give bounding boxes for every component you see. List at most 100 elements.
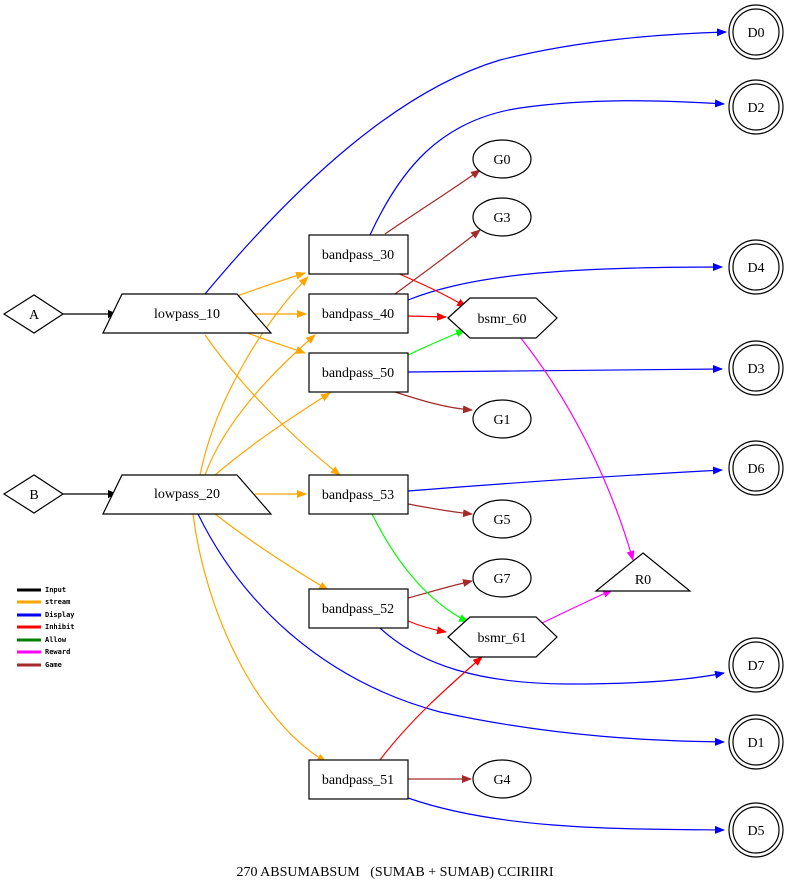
legend-item-inhibit: Inhibit [17,623,75,631]
node-G7: G7 [472,558,532,598]
edge-lowpass_10-bandpass_30 [236,271,306,297]
node-G0-label: G0 [493,153,510,168]
node-bsmr_60: bsmr_60 [447,297,558,339]
node-bandpass_50: bandpass_50 [308,352,409,393]
node-D1: D1 [728,714,784,770]
node-G0: G0 [472,139,532,179]
legend: Input stream Display Inhibit Allow Rewar… [17,586,75,669]
node-bandpass_51-label: bandpass_51 [322,773,394,788]
node-D6: D6 [728,440,784,496]
node-lowpass_20-label: lowpass_20 [154,487,220,502]
node-bandpass_50-label: bandpass_50 [322,366,394,381]
node-lowpass_10: lowpass_10 [102,293,273,334]
node-G3: G3 [472,197,532,237]
legend-label-input: Input [45,586,66,594]
node-bandpass_52-label: bandpass_52 [322,602,394,617]
edge-bandpass_53-G5 [407,503,473,518]
legend-label-inhibit: Inhibit [45,623,75,631]
node-D1-label: D1 [747,736,764,751]
edge-lowpass_20-D1 [197,513,725,746]
node-D4: D4 [728,239,784,295]
edge-bandpass_52-bsmr_61 [407,620,447,635]
edge-bandpass_30-D2 [369,99,725,236]
legend-item-game: Game [17,661,62,669]
node-G3-label: G3 [493,211,510,226]
edge-lowpass_20-bandpass_50 [214,392,331,476]
node-bandpass_53-label: bandpass_53 [322,488,394,503]
legend-item-stream: stream [17,598,70,606]
edge-bandpass_50-D3 [407,365,723,374]
legend-item-display: Display [17,611,75,619]
node-bandpass_51: bandpass_51 [308,759,409,800]
edge-bandpass_53-D6 [407,466,723,492]
node-bsmr_61: bsmr_61 [447,616,558,658]
node-G5-label: G5 [493,513,510,528]
node-G4: G4 [472,759,532,799]
node-bandpass_52: bandpass_52 [308,588,409,629]
node-D2-label: D2 [747,101,764,116]
legend-label-allow: Allow [45,636,67,644]
node-D7: D7 [728,637,784,693]
edge-bandpass_50-G1 [394,391,473,414]
edge-bandpass_53-bsmr_61 [371,513,469,623]
edge-lowpass_20-bandpass_30 [199,276,309,476]
node-D3-label: D3 [747,362,764,377]
node-D6-label: D6 [747,462,764,477]
edge-bandpass_52-G7 [407,579,473,599]
node-bandpass_30: bandpass_30 [308,234,409,275]
node-bsmr_61-label: bsmr_61 [478,631,527,646]
edge-lowpass_10-bandpass_53 [204,334,341,476]
edge-bandpass_52-D7 [379,627,725,685]
legend-label-game: Game [45,661,62,669]
node-G5: G5 [472,499,532,539]
node-lowpass_10-label: lowpass_10 [154,307,220,322]
node-D7-label: D7 [747,659,764,674]
node-D2: D2 [728,79,784,135]
node-G7-label: G7 [493,572,510,587]
node-A: A [2,294,65,334]
node-D4-label: D4 [747,261,764,276]
node-bandpass_40-label: bandpass_40 [322,307,394,322]
edge-bsmr_60-R0 [519,336,635,561]
edge-bsmr_61-R0 [539,589,613,625]
node-D5: D5 [728,802,784,858]
edge-lowpass_20-bandpass_51 [192,513,327,763]
edge-bandpass_40-bsmr_60 [407,312,447,321]
legend-label-stream: stream [45,598,70,606]
edge-bandpass_51-D5 [407,797,725,834]
node-bandpass_40: bandpass_40 [308,293,409,334]
node-A-label: A [29,308,40,323]
node-bandpass_53: bandpass_53 [308,474,409,515]
node-B: B [2,474,65,514]
node-D5-label: D5 [747,824,764,839]
edge-bandpass_30-bsmr_60 [394,271,467,308]
edge-bandpass_40-G3 [394,229,481,295]
node-bsmr_60-label: bsmr_60 [478,312,527,327]
edge-bandpass_40-D4 [407,263,723,301]
legend-label-reward: Reward [45,648,70,656]
edge-bandpass_51-bsmr_61 [379,656,483,761]
edge-lowpass_10-D0 [204,28,727,295]
legend-item-reward: Reward [17,648,70,656]
edge-bandpass_30-G0 [384,169,481,235]
edge-lowpass_20-bandpass_52 [214,513,329,591]
legend-label-display: Display [45,611,75,619]
node-lowpass_20: lowpass_20 [102,474,273,515]
legend-item-allow: Allow [17,636,67,644]
node-G1: G1 [472,399,532,439]
diagram-caption: 270 ABSUMABSUM (SUMAB + SUMAB) CCIRIIRI [236,865,553,880]
nodes: A B lowpass_10 lowpass_20 bandpass_30 ba… [2,4,784,858]
node-D0-label: D0 [747,26,764,41]
edges [63,28,727,834]
node-B-label: B [29,488,38,503]
node-bandpass_30-label: bandpass_30 [322,248,394,263]
legend-item-input: Input [17,586,66,594]
node-D3: D3 [728,340,784,396]
edge-lowpass_20-bandpass_40 [204,334,316,476]
node-R0: R0 [594,552,692,592]
node-G4-label: G4 [493,773,510,788]
edge-bandpass_50-bsmr_60 [407,329,466,356]
edge-lowpass_10-bandpass_50 [244,331,306,354]
node-D0: D0 [728,4,784,60]
